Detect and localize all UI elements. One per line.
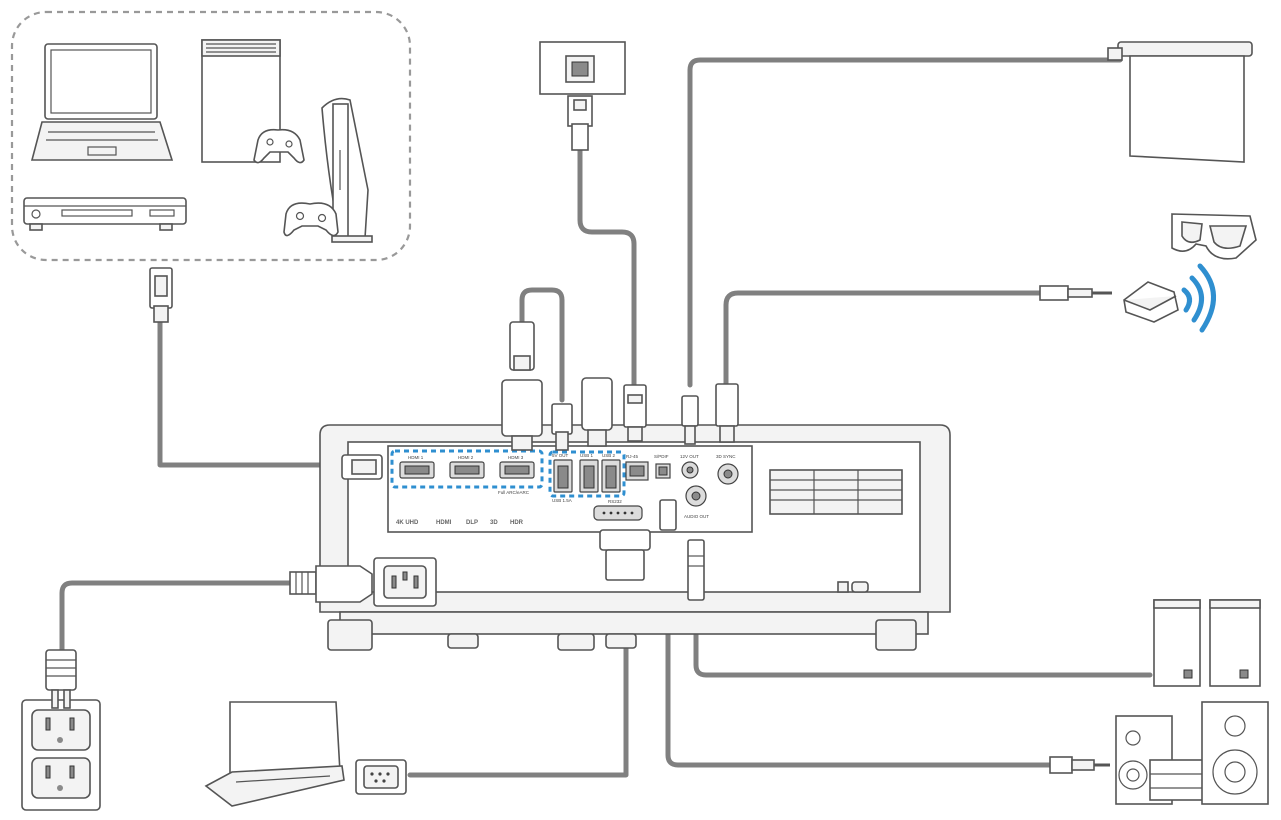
trigger-label: 12V OUT (680, 454, 699, 459)
usb-port-2-icon[interactable] (601, 459, 621, 493)
stereo-system-icon (1115, 701, 1269, 805)
hdmi-port-2-icon[interactable] (449, 461, 485, 479)
hdmi-cable-dongle (519, 287, 565, 403)
3d-sync-plug-icon (715, 383, 739, 443)
audio-out-port-icon[interactable] (685, 485, 707, 507)
source-devices-group (10, 10, 412, 323)
security-lock-icon (837, 581, 869, 593)
power-inlet-icon (373, 557, 437, 607)
power-outlet-icon (21, 699, 101, 811)
gamepad-icon (253, 128, 305, 164)
projection-screen-icon (1107, 41, 1253, 163)
usb-stick-icon (581, 377, 613, 447)
hdmi-ports-highlight (390, 449, 544, 489)
vga-plug-icon (355, 759, 407, 795)
hdmi3-label: HDMI 3 (508, 455, 524, 460)
hdmi-cable-sources (157, 317, 353, 468)
usb-ports-highlight (548, 450, 626, 498)
spdif-plug-icon (1049, 756, 1110, 774)
rs232-plug-icon (599, 529, 651, 581)
logo-3d: 3D (490, 520, 498, 526)
media-player-icon (23, 197, 187, 231)
usb2-label: USB 2 (602, 453, 616, 458)
vent-grille (769, 469, 903, 515)
3d-sync-label: 3D SYNC (716, 454, 736, 459)
lan-cable (577, 147, 637, 388)
usb-power-label: USB 1.5A (552, 498, 572, 503)
hdmi-input-plug-icon (341, 454, 383, 480)
trigger-plug-icon (681, 395, 699, 445)
logo-dlp: DLP (466, 520, 478, 526)
laptop-vga-icon (204, 701, 345, 807)
usb-port-1-icon[interactable] (579, 459, 599, 493)
wireless-signal-icon (1181, 263, 1216, 333)
hdmi3-sub-label: Full ARC/eARC (498, 490, 530, 495)
3d-emitter-icon (1123, 281, 1179, 323)
source-devices-frame (10, 10, 412, 262)
network-wall-jack-icon (539, 41, 626, 151)
hdmi2-label: HDMI 2 (458, 455, 474, 460)
hdmi-port-1-icon[interactable] (399, 461, 435, 479)
spdif-out-plug-icon (659, 499, 677, 531)
hdmi1-label: HDMI 1 (408, 455, 424, 460)
spdif-cable-stereo (665, 527, 1063, 768)
wireless-dongle-icon (501, 321, 543, 451)
speakers-icon (1153, 599, 1261, 687)
audio-jack-3d-icon (1039, 285, 1112, 301)
usb-plug-icon (551, 403, 573, 451)
spdif-port-icon[interactable] (655, 463, 671, 479)
lan-plug-icon (623, 384, 647, 442)
io-panel: HDMI 1 HDMI 2 HDMI 3 Full ARC/eARC 5V OU… (387, 445, 753, 533)
trigger-port-icon[interactable] (681, 461, 699, 479)
audio-out-plug-icon (687, 539, 705, 601)
spdif-label: S/PDIF (654, 454, 669, 459)
usb-power-port-icon[interactable] (553, 459, 573, 493)
laptop-icon (30, 43, 174, 161)
logo-hdmi: HDMI (436, 520, 452, 526)
lan-port-icon[interactable] (625, 461, 649, 481)
power-plug-icon (45, 649, 77, 709)
power-cable (59, 580, 293, 663)
power-cord-plug-icon (289, 565, 373, 603)
game-console-tall-icon (321, 97, 373, 243)
lan-label: RJ-45 (626, 454, 639, 459)
trigger-cable-screen (687, 57, 1123, 388)
logo-4k: 4K UHD (396, 520, 419, 526)
3d-sync-cable (723, 290, 1043, 388)
hdmi-port-3-icon[interactable] (499, 461, 535, 479)
usb-out-label: 5V OUT (552, 453, 569, 458)
audio-out-label: AUDIO OUT (684, 514, 709, 519)
hdmi-plug-icon (149, 267, 173, 323)
3d-sync-port-icon[interactable] (717, 463, 739, 485)
usb1-label: USB 1 (580, 453, 594, 458)
controller-icon (283, 202, 339, 237)
logo-hdr: HDR (510, 520, 524, 526)
3d-glasses-icon (1171, 213, 1257, 260)
rs232-label: RS232 (608, 499, 622, 504)
audio-out-cable-speakers (693, 597, 1153, 678)
rs232-port-icon[interactable] (593, 505, 643, 521)
